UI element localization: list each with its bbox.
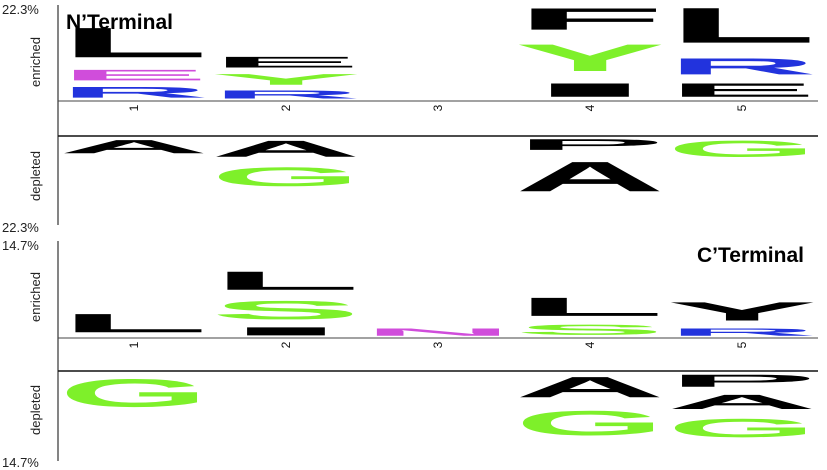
n-terminal-min-label: 22.3%	[2, 220, 39, 235]
c-terminal-depleted-label: depleted	[28, 385, 43, 435]
position-tick-label: 2	[279, 104, 293, 111]
depleted-letter-g: G	[59, 371, 209, 415]
depleted-letter-a: A	[667, 391, 817, 414]
depleted-letter-a: A	[515, 371, 665, 403]
position-tick-label: 5	[735, 104, 749, 111]
depleted-letter-a: A	[211, 136, 361, 162]
n-terminal-enriched-label: enriched	[28, 37, 43, 87]
depleted-letter-a: A	[59, 136, 209, 157]
enriched-letter-l: L	[59, 19, 209, 66]
enriched-letter-y: Y	[667, 297, 817, 326]
enriched-letter-r: R	[667, 326, 817, 338]
enriched-letter-r: R	[667, 54, 817, 80]
enriched-letter-e: E	[211, 54, 361, 71]
position-tick-label: 1	[127, 341, 141, 348]
n-terminal-depleted-label: depleted	[28, 151, 43, 201]
position-tick-label: 3	[431, 341, 445, 348]
position-tick-label: 2	[279, 341, 293, 348]
position-tick-label: 5	[735, 341, 749, 348]
enriched-letter-i: I	[515, 79, 665, 100]
enriched-letter-f: F	[515, 2, 665, 36]
enriched-letter-y: Y	[211, 71, 361, 88]
n-terminal-max-label: 22.3%	[2, 2, 39, 17]
enriched-letter-e: E	[59, 67, 209, 84]
depleted-letter-g: G	[667, 136, 817, 162]
depleted-letter-g: G	[515, 404, 665, 443]
c-terminal-enriched-label: enriched	[28, 272, 43, 322]
enriched-letter-e: E	[667, 79, 817, 100]
enriched-letter-r: R	[211, 88, 361, 101]
depleted-letter-g: G	[667, 413, 817, 442]
enriched-letter-r: R	[59, 84, 209, 101]
depleted-letter-a: A	[515, 153, 665, 200]
depleted-letter-p: P	[667, 371, 817, 391]
c-terminal-min-label: 14.7%	[2, 455, 39, 470]
enriched-letter-l: L	[59, 309, 209, 338]
enriched-letter-l: L	[515, 292, 665, 321]
enriched-letter-s: S	[515, 322, 665, 338]
position-tick-label: 4	[583, 341, 597, 348]
depleted-letter-g: G	[211, 162, 361, 192]
enriched-letter-l: L	[211, 266, 361, 295]
position-tick-label: 1	[127, 104, 141, 111]
enriched-letter-s: S	[211, 295, 361, 324]
position-tick-label: 4	[583, 104, 597, 111]
enriched-letter-i: I	[211, 325, 361, 338]
n-terminal-logo: 22.3% 22.3% enriched depleted N’Terminal…	[2, 0, 818, 235]
enriched-letter-f: F	[515, 0, 665, 1]
n-terminal-title: N’Terminal	[66, 11, 173, 34]
enriched-letter-n: N	[363, 326, 513, 338]
c-terminal-title: C’Terminal	[697, 244, 804, 267]
enriched-letter-y: Y	[515, 36, 665, 79]
c-terminal-max-label: 14.7%	[2, 238, 39, 253]
c-terminal-logo: 14.7% 14.7% enriched depleted C’Terminal…	[2, 238, 818, 470]
enriched-letter-l: L	[667, 0, 817, 53]
position-tick-label: 3	[431, 104, 445, 111]
depleted-letter-p: P	[515, 136, 665, 153]
